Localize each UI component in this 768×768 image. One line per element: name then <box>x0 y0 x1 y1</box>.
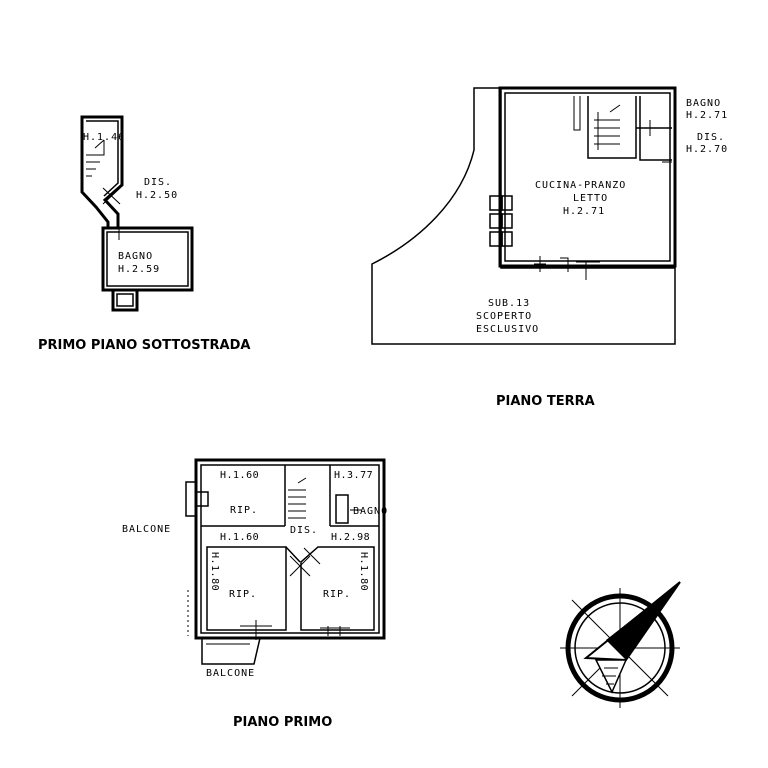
label-cucina-pranzo: CUCINA-PRANZO <box>535 180 626 191</box>
label-letto: LETTO <box>573 193 608 204</box>
stair-icon <box>86 139 105 177</box>
title-piano-primo: PIANO PRIMO <box>233 715 332 730</box>
label-dis-height: H.2.70 <box>686 144 728 155</box>
label-bagno-height: H.2.71 <box>686 110 728 121</box>
plan-piano-terra: BAGNO H.2.71 DIS. H.2.70 CUCINA-PRANZO L… <box>371 86 728 345</box>
label-dis: DIS. <box>144 177 172 188</box>
label-height-left-vertical: H.1.80 <box>209 552 220 591</box>
stair-icon <box>288 477 307 519</box>
plan-sottostrada: H.1.46 DIS. H.2.50 BAGNO H.2.59 <box>80 115 194 312</box>
label-bagno-height: H.2.59 <box>118 264 160 275</box>
label-height-dis: H.2.98 <box>331 532 370 543</box>
label-rip-left: RIP. <box>229 589 257 600</box>
label-dis: DIS. <box>697 132 725 143</box>
label-height-right-vertical: H.1.80 <box>358 552 369 591</box>
label-rip-top: RIP. <box>230 505 258 516</box>
label-dis: DIS. <box>290 525 318 536</box>
stair-icon <box>594 104 621 150</box>
north-arrow-compass-icon <box>560 581 681 708</box>
label-bagno: BAGNO <box>118 251 153 262</box>
label-bagno: BAGNO <box>686 98 721 109</box>
plan-piano-primo: H.1.60 RIP. H.3.77 BAGNO H.1.60 DIS. H.2… <box>122 458 388 679</box>
label-scoperto: SCOPERTO <box>476 311 532 322</box>
label-rip-right: RIP. <box>323 589 351 600</box>
label-balcone-bottom: BALCONE <box>206 668 255 679</box>
label-height-stairs: H.1.46 <box>83 132 125 143</box>
label-main-height: H.2.71 <box>563 206 605 217</box>
label-bagno: BAGNO <box>353 506 388 517</box>
title-piano-terra: PIANO TERRA <box>496 394 595 409</box>
label-sub13: SUB.13 <box>488 298 530 309</box>
label-dis-height: H.2.50 <box>136 190 178 201</box>
label-height-rip-top-bottom: H.1.60 <box>220 532 259 543</box>
label-esclusivo: ESCLUSIVO <box>476 324 539 335</box>
title-primo-piano-sottostrada: PRIMO PIANO SOTTOSTRADA <box>38 338 250 353</box>
label-balcone-left: BALCONE <box>122 524 171 535</box>
label-height-bagno: H.3.77 <box>334 470 373 481</box>
label-height-rip-top: H.1.60 <box>220 470 259 481</box>
